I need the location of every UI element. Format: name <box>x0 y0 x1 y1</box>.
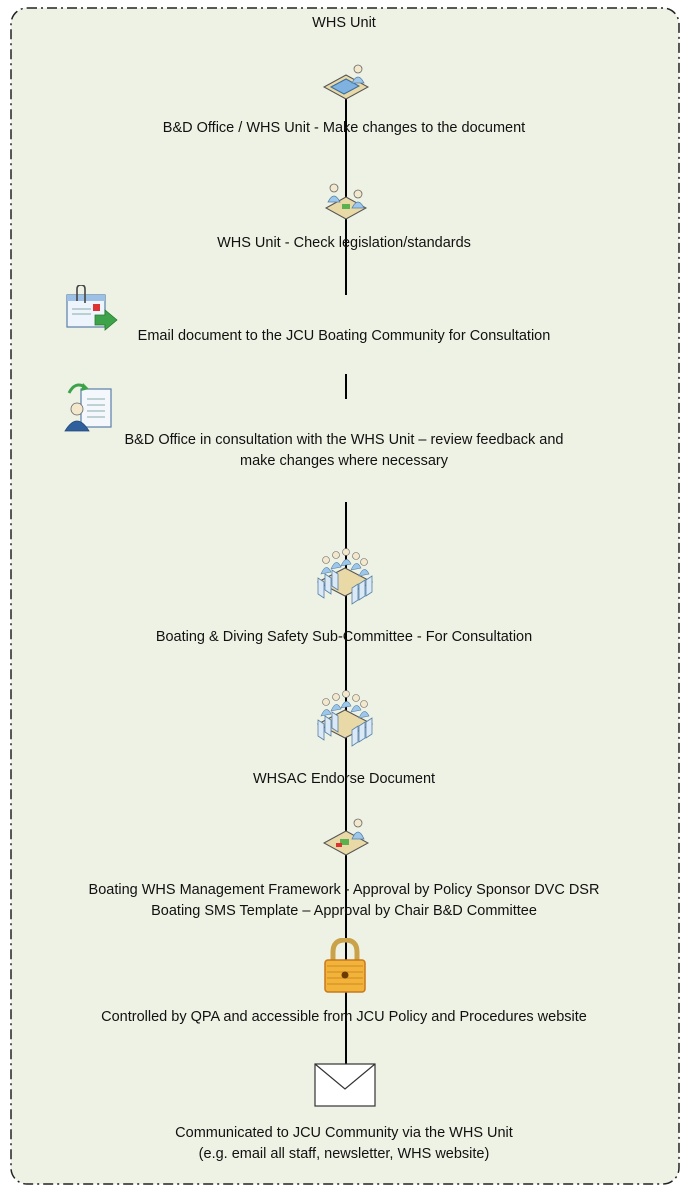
email-attachment-icon <box>66 285 118 331</box>
step-3-label: Email document to the JCU Boating Commun… <box>137 328 551 344</box>
step-9-label-line-1: Communicated to JCU Community via the WH… <box>175 1125 513 1141</box>
step-7-label-line-1: Boating WHS Management Framework - Appro… <box>88 882 600 898</box>
committee-meeting-icon <box>316 548 374 605</box>
step-5-label: Boating & Diving Safety Sub-Committee - … <box>155 629 533 645</box>
step-6-label: WHSAC Endorse Document <box>252 771 436 787</box>
step-8-label: Controlled by QPA and accessible from JC… <box>101 1009 587 1025</box>
meeting-two-people-icon <box>324 183 368 220</box>
step-2-label: WHS Unit - Check legislation/standards <box>217 235 471 251</box>
user-document-icon <box>64 383 112 432</box>
envelope-icon <box>314 1063 376 1107</box>
swimlane-title: WHS Unit <box>312 15 376 31</box>
step-4-label: B&D Office in consultation with the WHS … <box>0 430 688 472</box>
step-9-label-line-2: (e.g. email all staff, newsletter, WHS w… <box>198 1146 490 1162</box>
step-4-label-line-2: make changes where necessary <box>240 453 448 469</box>
step-9-label: Communicated to JCU Community via the WH… <box>0 1123 688 1165</box>
padlock-icon <box>324 938 366 993</box>
step-7-label-line-2: Boating SMS Template – Approval by Chair… <box>151 903 537 919</box>
step-4-label-line-1: B&D Office in consultation with the WHS … <box>124 432 564 448</box>
step-7-label: Boating WHS Management Framework - Appro… <box>0 880 688 922</box>
desk-worker-icon <box>322 64 370 100</box>
step-1-label: B&D Office / WHS Unit - Make changes to … <box>162 120 526 136</box>
committee-meeting-icon <box>316 690 374 747</box>
desk-worker-icon <box>322 818 370 856</box>
